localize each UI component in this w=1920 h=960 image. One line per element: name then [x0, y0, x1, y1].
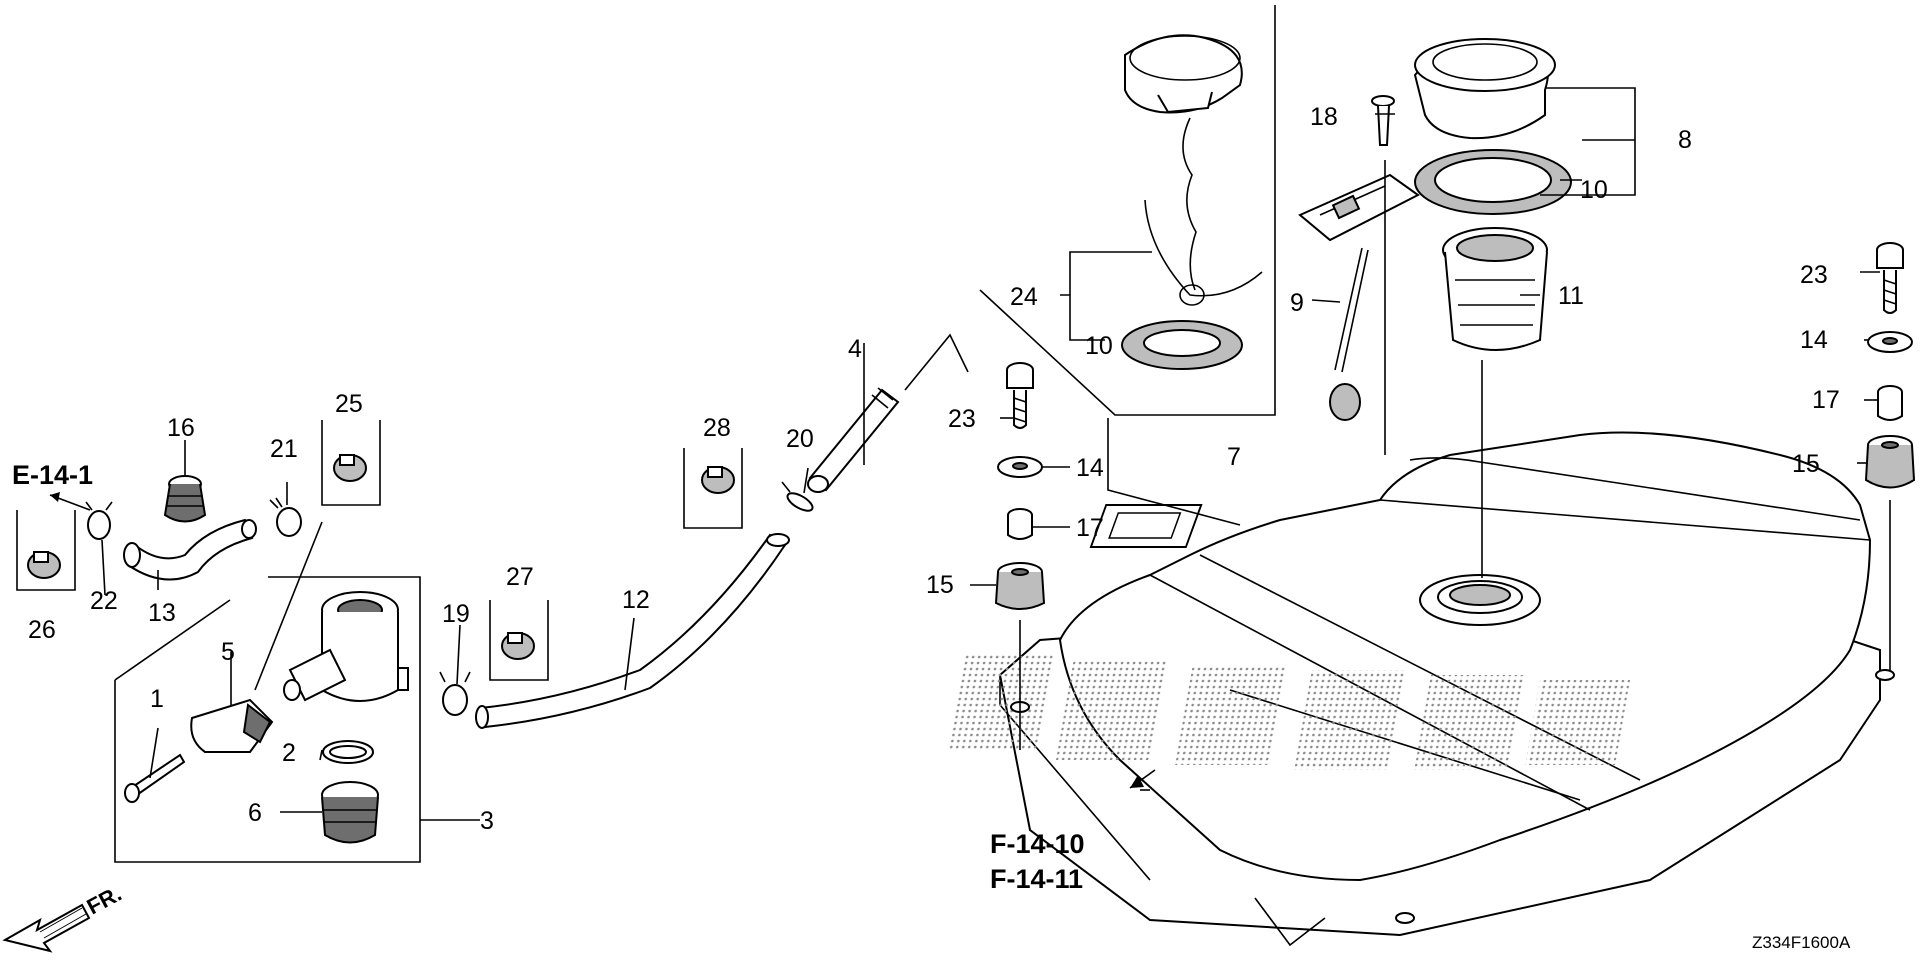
fuel-filler-cap [1413, 38, 1556, 140]
front-label: FR. [83, 881, 126, 920]
gauge-screw [1371, 95, 1395, 146]
hose-clip-21 [269, 497, 302, 537]
mount-bolt-right [1876, 242, 1904, 314]
callout-2: 2 [282, 739, 296, 767]
callout-27: 27 [506, 563, 534, 591]
callout-1: 1 [150, 685, 164, 713]
fuel-joint [807, 387, 900, 493]
fuel-valve-body [283, 591, 409, 702]
valve-screw [124, 753, 186, 803]
tube-clip-20 [781, 481, 814, 512]
callout-7: 7 [1227, 443, 1241, 471]
callout-14a: 14 [1800, 326, 1828, 354]
valve-o-ring [322, 740, 374, 764]
cap-chain-box [979, 5, 1276, 416]
mount-bolt-left [1006, 362, 1034, 429]
clip-box-25 [321, 420, 381, 506]
callout-16: 16 [167, 414, 195, 442]
callout-17b: 17 [1076, 514, 1104, 542]
washer-right [1867, 331, 1913, 353]
callout-10a: 10 [1580, 176, 1608, 204]
clip-box-26 [16, 510, 76, 591]
callout-28: 28 [703, 414, 731, 442]
callout-labels: 1 2 3 4 5 6 7 8 9 10 10 11 12 13 14 14 1… [28, 103, 1840, 835]
fuel-tube [475, 533, 790, 729]
callout-24: 24 [1010, 283, 1038, 311]
callout-20: 20 [786, 425, 814, 453]
cap-gasket [1414, 149, 1572, 215]
callout-21: 21 [270, 435, 298, 463]
callout-13: 13 [148, 599, 176, 627]
breather-plug [163, 475, 207, 523]
callout-23b: 23 [948, 405, 976, 433]
honda-watermark [947, 655, 1631, 770]
fuel-valve-assembly-box [114, 576, 480, 863]
callout-26: 26 [28, 616, 56, 644]
callout-17a: 17 [1812, 386, 1840, 414]
washer-left [997, 456, 1043, 478]
callout-14b: 14 [1076, 454, 1104, 482]
callout-11: 11 [1558, 282, 1584, 310]
valve-strainer-cup [321, 781, 379, 844]
valve-lever [190, 698, 274, 753]
callout-23a: 23 [1800, 261, 1828, 289]
hose-clip-22 [85, 501, 113, 540]
grommet-right [1864, 435, 1916, 489]
front-direction-arrow [2, 903, 91, 953]
fuel-strainer [1442, 227, 1548, 351]
callout-15a: 15 [1792, 450, 1820, 478]
reference-labels: E-14-1 F-14-10 F-14-11 FR. [12, 460, 1085, 919]
callout-19: 19 [442, 600, 470, 628]
callout-5: 5 [221, 638, 235, 666]
callout-6: 6 [248, 799, 262, 827]
callout-9: 9 [1290, 289, 1304, 317]
breather-hose [123, 518, 257, 581]
fuel-tank [947, 431, 1895, 937]
callout-10b: 10 [1085, 332, 1113, 360]
callout-18: 18 [1310, 103, 1338, 131]
collar-left [1007, 508, 1033, 540]
fuel-gauge [1298, 173, 1420, 421]
callout-22: 22 [90, 587, 118, 615]
diagram-code: Z334F1600A [1752, 933, 1851, 952]
callout-25: 25 [335, 390, 363, 418]
grommet-left [994, 562, 1046, 610]
clip-box-28 [683, 448, 743, 529]
ref-f14-10: F-14-10 [990, 829, 1085, 859]
tube-clip-19 [439, 671, 471, 716]
callout-12: 12 [622, 586, 650, 614]
ref-e14-1: E-14-1 [12, 460, 93, 490]
callout-15b: 15 [926, 571, 954, 599]
collar-right [1877, 385, 1903, 421]
ref-f14-11: F-14-11 [990, 864, 1083, 894]
callout-4: 4 [848, 335, 862, 363]
callout-3: 3 [480, 807, 494, 835]
callout-8: 8 [1678, 126, 1692, 154]
clip-box-27 [489, 600, 549, 681]
